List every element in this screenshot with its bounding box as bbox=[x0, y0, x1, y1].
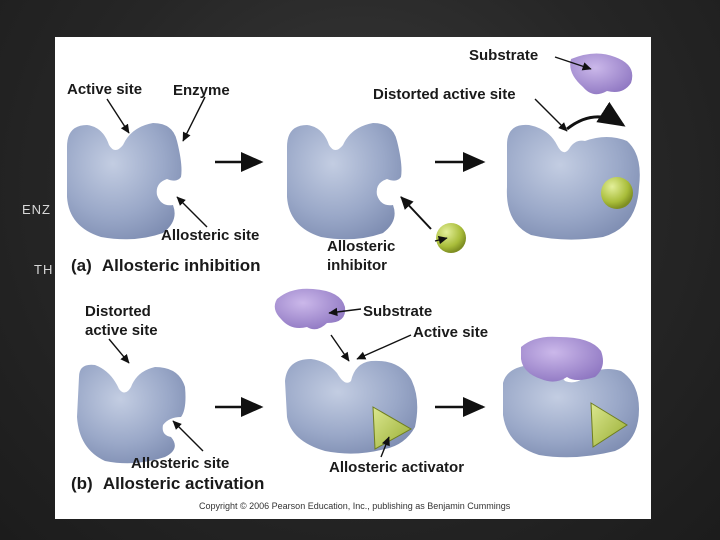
label-distorted-active-site-a: Distorted active site bbox=[373, 86, 516, 103]
allosteric-inhibitor-bound bbox=[601, 177, 633, 209]
label-allosteric-site-b: Allosteric site bbox=[131, 455, 229, 472]
slide-text-line-2: TH bbox=[34, 262, 54, 277]
enzyme-b2 bbox=[285, 359, 418, 454]
leader-lines-a bbox=[106, 56, 592, 245]
enzyme-a1 bbox=[67, 123, 182, 240]
caption-b-text: Allosteric activation bbox=[103, 474, 265, 493]
caption-a-letter: (a) bbox=[71, 256, 92, 275]
caption-a: (a) Allosteric inhibition bbox=[71, 256, 261, 275]
substrate-a bbox=[570, 53, 633, 95]
label-distorted-b-2: active site bbox=[85, 322, 158, 339]
allosteric-inhibitor-free bbox=[436, 223, 466, 253]
enzyme-a3 bbox=[506, 124, 640, 240]
arrow-inhibitor-enters bbox=[400, 196, 432, 230]
label-distorted-b-1: Distorted bbox=[85, 303, 151, 320]
substrate-b-free bbox=[274, 288, 346, 330]
caption-b: (b) Allosteric activation bbox=[71, 474, 264, 493]
enzyme-b1 bbox=[77, 364, 186, 464]
label-active-site-b: Active site bbox=[413, 324, 488, 341]
label-substrate-a: Substrate bbox=[469, 47, 538, 64]
allosteric-activator-bound bbox=[590, 402, 628, 448]
label-substrate-b: Substrate bbox=[363, 303, 432, 320]
label-allosteric-inhibitor-2: inhibitor bbox=[327, 257, 387, 274]
slide-text-line-1: ENZ bbox=[22, 202, 51, 217]
label-allosteric-site-a: Allosteric site bbox=[161, 227, 259, 244]
caption-a-text: Allosteric inhibition bbox=[102, 256, 261, 275]
leader-lines-b bbox=[108, 307, 412, 458]
label-allosteric-activator: Allosteric activator bbox=[329, 459, 464, 476]
enzyme-a2 bbox=[287, 123, 402, 240]
label-active-site-a: Active site bbox=[67, 81, 142, 98]
label-enzyme: Enzyme bbox=[173, 82, 230, 99]
caption-b-letter: (b) bbox=[71, 474, 93, 493]
substrate-b-bound bbox=[521, 336, 603, 382]
arrow-a-curved bbox=[566, 101, 626, 131]
allosteric-regulation-figure: Active site Enzyme Substrate Distorted a… bbox=[55, 37, 651, 519]
figure-canvas: Active site Enzyme Substrate Distorted a… bbox=[67, 47, 640, 511]
copyright-notice: Copyright © 2006 Pearson Education, Inc.… bbox=[199, 501, 511, 511]
label-allosteric-inhibitor-1: Allosteric bbox=[327, 238, 395, 255]
